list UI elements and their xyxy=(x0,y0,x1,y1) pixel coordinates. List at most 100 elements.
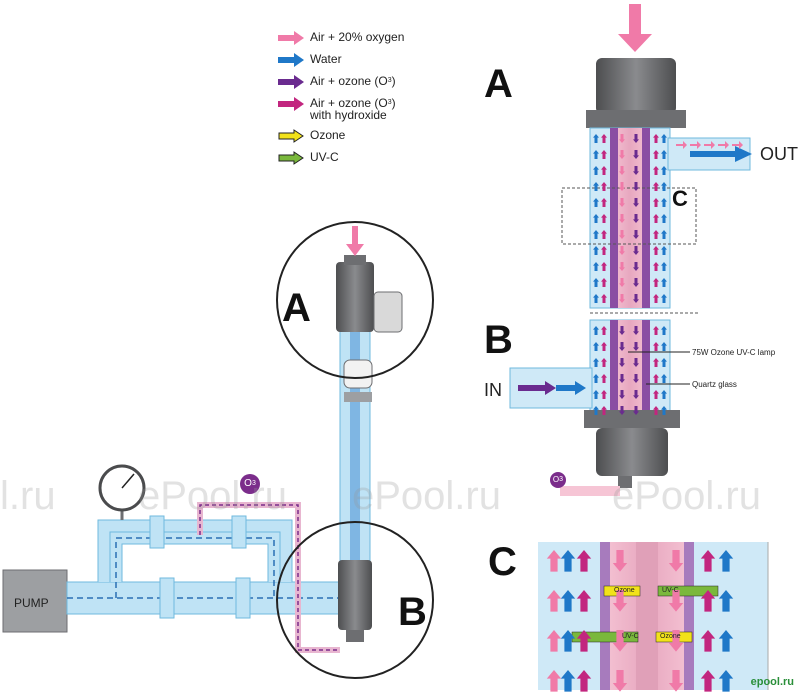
section-label-b-small: B xyxy=(398,590,427,634)
arrow-right-icon xyxy=(278,129,304,143)
legend-label: Ozone xyxy=(310,128,346,142)
legend-item-air-ozone-hydroxide: Air + ozone (O3)with hydroxide xyxy=(272,94,432,126)
flow-arrow xyxy=(690,141,701,149)
flow-arrow xyxy=(593,230,599,239)
flow-arrow xyxy=(653,134,659,143)
flow-arrow xyxy=(601,358,607,367)
flow-arrow xyxy=(619,246,625,255)
flow-arrow xyxy=(619,294,625,303)
reactor-detail-b xyxy=(509,319,690,496)
flow-arrow xyxy=(661,182,667,191)
flow-arrow xyxy=(653,358,659,367)
flow-arrow xyxy=(612,670,628,692)
flow-arrow xyxy=(653,342,659,351)
legend-item-uvc: UV-C xyxy=(272,148,432,170)
section-label-c: C xyxy=(488,540,517,584)
section-label-a: A xyxy=(484,62,513,106)
flow-arrow xyxy=(633,230,639,239)
legend-item-air-oxygen: Air + 20% oxygen xyxy=(272,28,432,50)
flow-arrow xyxy=(546,670,562,692)
flow-arrow xyxy=(593,150,599,159)
flow-arrow xyxy=(593,358,599,367)
flow-arrow xyxy=(619,262,625,271)
flow-arrow xyxy=(668,550,684,572)
flow-arrow xyxy=(601,406,607,415)
flow-arrow xyxy=(601,182,607,191)
flow-arrow xyxy=(619,150,625,159)
ozone-badge-small: O3 xyxy=(550,472,566,488)
flow-arrow xyxy=(619,134,625,143)
arrow-right-icon xyxy=(278,75,304,89)
flow-arrow xyxy=(661,374,667,383)
reactor-unit xyxy=(336,255,403,642)
flow-arrow xyxy=(661,390,667,399)
flow-arrow xyxy=(601,166,607,175)
flow-arrow xyxy=(619,358,625,367)
flow-arrow xyxy=(619,278,625,287)
flow-arrow xyxy=(700,590,716,612)
flow-arrow xyxy=(661,406,667,415)
flow-arrow xyxy=(601,326,607,335)
flow-arrow xyxy=(661,278,667,287)
flow-arrow xyxy=(546,630,562,652)
zoom-circle-b xyxy=(276,521,434,679)
flow-arrow xyxy=(593,342,599,351)
flow-arrow xyxy=(633,358,639,367)
flow-arrow xyxy=(653,246,659,255)
flow-arrow xyxy=(593,134,599,143)
flow-arrow xyxy=(732,141,743,149)
flow-arrow xyxy=(560,550,576,572)
flow-arrow xyxy=(661,198,667,207)
flow-arrow xyxy=(661,150,667,159)
flow-arrow xyxy=(612,630,628,652)
flow-arrow xyxy=(653,390,659,399)
flow-arrow xyxy=(601,278,607,287)
flow-arrow xyxy=(661,358,667,367)
flow-arrow xyxy=(633,294,639,303)
flow-arrow xyxy=(593,390,599,399)
flow-arrow xyxy=(633,374,639,383)
flow-arrow xyxy=(718,141,729,149)
flow-arrow xyxy=(593,406,599,415)
flow-arrow xyxy=(576,590,592,612)
flow-arrow xyxy=(661,326,667,335)
flow-arrow xyxy=(661,166,667,175)
flow-arrow xyxy=(661,262,667,271)
flow-arrow xyxy=(633,262,639,271)
flow-arrow xyxy=(593,214,599,223)
flow-arrow xyxy=(653,182,659,191)
watermark: ePool.ru xyxy=(352,474,501,518)
ozone-badge: O3 xyxy=(240,474,260,494)
flow-arrow xyxy=(619,326,625,335)
brand-logo-text: epool.ru xyxy=(750,676,794,688)
pipe-couplings xyxy=(149,515,251,619)
flow-arrow xyxy=(619,166,625,175)
flow-arrow xyxy=(546,550,562,572)
flow-arrow xyxy=(593,262,599,271)
zoom-circle-a xyxy=(276,221,434,379)
flow-arrow xyxy=(619,374,625,383)
flow-arrow xyxy=(700,630,716,652)
c-uvc-label-2: UV-C xyxy=(622,633,639,640)
inlet-label: IN xyxy=(484,380,502,400)
flow-arrow xyxy=(619,390,625,399)
flow-arrow xyxy=(601,246,607,255)
flow-arrow xyxy=(661,214,667,223)
flow-arrow xyxy=(633,182,639,191)
flow-arrow xyxy=(653,214,659,223)
flow-arrow xyxy=(593,278,599,287)
flow-arrow xyxy=(601,150,607,159)
flow-arrow xyxy=(661,230,667,239)
flow-arrow xyxy=(576,670,592,692)
air-inlet-arrow-small xyxy=(346,226,364,256)
flow-arrow xyxy=(612,590,628,612)
flow-arrow xyxy=(633,342,639,351)
flow-arrow xyxy=(633,150,639,159)
flow-arrow xyxy=(700,670,716,692)
flow-arrow xyxy=(593,166,599,175)
flow-arrow xyxy=(619,230,625,239)
c-ozone-label-2: Ozone xyxy=(660,633,681,640)
flow-arrows xyxy=(546,134,743,692)
legend-label: UV-C xyxy=(310,150,339,164)
reactor-detail-c xyxy=(538,542,769,690)
